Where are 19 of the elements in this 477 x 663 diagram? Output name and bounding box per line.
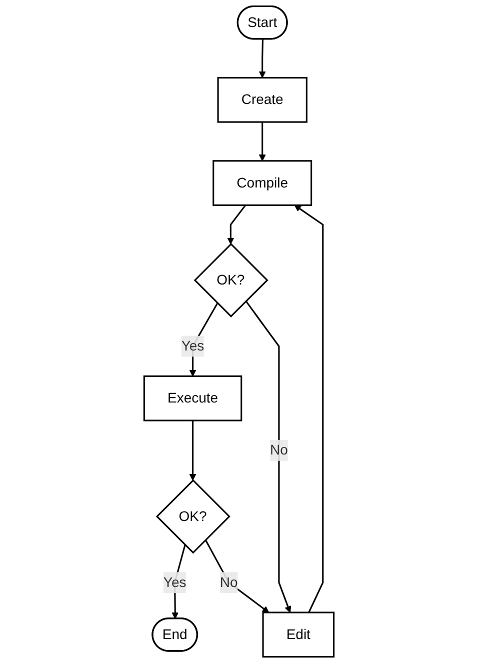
edge-label: No (219, 574, 238, 590)
arrow (226, 204, 246, 244)
arrow (188, 302, 218, 376)
edge-label: Yes (162, 574, 186, 590)
arrow (244, 300, 291, 613)
edge-label: No (270, 442, 288, 458)
node-box: Compile (212, 160, 312, 206)
arrow (294, 204, 324, 613)
arrow (171, 544, 186, 619)
node-box: Edit (262, 612, 334, 658)
node-diamond: OK? (155, 479, 230, 554)
arrow (258, 122, 266, 162)
arrow (204, 540, 269, 613)
arrow (188, 420, 196, 481)
node-diamond: OK? (193, 242, 268, 318)
node-box: Create (216, 76, 307, 123)
node-box: Execute (142, 375, 242, 422)
arrow (258, 39, 266, 78)
edge-label: Yes (180, 338, 204, 354)
